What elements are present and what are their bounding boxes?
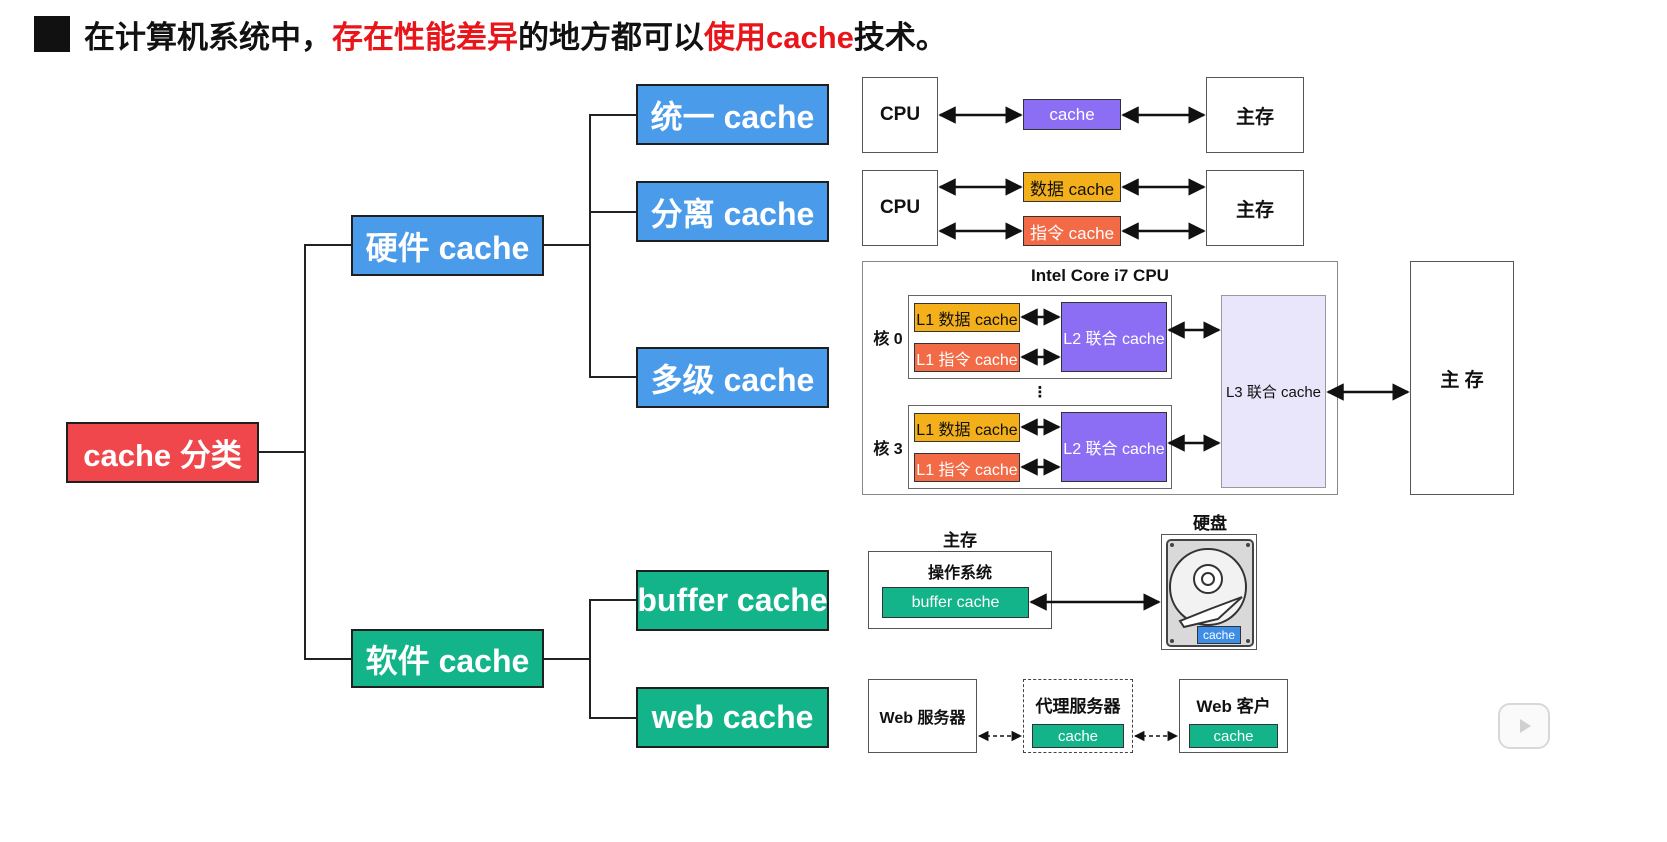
connector [544,658,590,660]
node-buffer-cache: buffer cache [636,570,829,631]
split-data-cache-chip: 数据 cache [1023,172,1121,202]
core0-label: 核 0 [873,331,903,348]
connector [304,244,306,660]
core0-l1-data-cache: L1 数据 cache [914,303,1020,332]
node-web-cache: web cache [636,687,829,748]
unified-cpu-box: CPU [862,77,938,153]
root-node-cache-classification: cache 分类 [66,422,259,483]
multilevel-memory-box: 主 存 [1410,261,1514,495]
node-split-cache: 分离 cache [636,181,829,242]
connector [589,211,637,213]
connector [589,599,591,719]
node-unified-cache: 统一 cache [636,84,829,145]
intel-cpu-title: Intel Core i7 CPU [1031,266,1169,285]
buffer-memory-frame [868,551,1052,629]
node-hardware-cache: 硬件 cache [351,215,544,276]
title-highlight-cache: 使用cache [704,19,854,55]
connector [304,244,351,246]
proxy-server-label: 代理服务器 [1035,696,1121,716]
client-cache-chip: cache [1189,724,1278,748]
connector [544,244,590,246]
bullet-square-icon [34,16,70,52]
connector [589,114,637,116]
disk-label: 硬盘 [1193,513,1227,533]
web-client-frame [1179,679,1288,753]
connector [304,658,351,660]
title-suffix: 技术。 [853,19,947,55]
core0-l2-unified-cache: L2 联合 cache [1061,302,1167,372]
node-multilevel-cache: 多级 cache [636,347,829,408]
node-software-cache: 软件 cache [351,629,544,688]
web-server-box: Web 服务器 [868,679,977,753]
proxy-server-frame [1023,679,1133,753]
l3-unified-cache: L3 联合 cache [1221,295,1326,488]
connector [589,114,591,378]
core-ellipsis: ⋮ [1032,384,1048,401]
unified-memory-box: 主存 [1206,77,1304,153]
os-buffer-cache-chip: buffer cache [882,587,1029,618]
split-instruction-cache-chip: 指令 cache [1023,216,1121,246]
title-middle: 的地方都可以 [518,19,704,55]
core3-l1-instruction-cache: L1 指令 cache [914,453,1020,482]
video-player-watermark-icon [1498,703,1550,749]
core0-l1-instruction-cache: L1 指令 cache [914,343,1020,372]
proxy-cache-chip: cache [1032,724,1124,748]
connector [589,376,637,378]
core3-l2-unified-cache: L2 联合 cache [1061,412,1167,482]
operating-system-label: 操作系统 [927,565,992,582]
core3-l1-data-cache: L1 数据 cache [914,413,1020,442]
title-prefix: 在计算机系统中， [84,19,332,55]
split-memory-box: 主存 [1206,170,1304,246]
web-client-label: Web 客户 [1196,696,1271,716]
intel-cpu-frame [862,261,1338,495]
page-title: 在计算机系统中， 存在性能差异 的地方都可以 使用cache 技术。 [34,10,947,58]
core3-label: 核 3 [873,441,903,458]
split-cpu-box: CPU [862,170,938,246]
hard-disk-drawing [1166,539,1254,647]
connector [589,717,637,719]
connector [259,451,305,453]
buffer-memory-label: 主存 [943,530,977,550]
disk-cache-chip: cache [1197,626,1241,644]
connector [589,599,637,601]
unified-cache-chip: cache [1023,99,1121,130]
title-highlight-performance: 存在性能差异 [332,19,518,55]
